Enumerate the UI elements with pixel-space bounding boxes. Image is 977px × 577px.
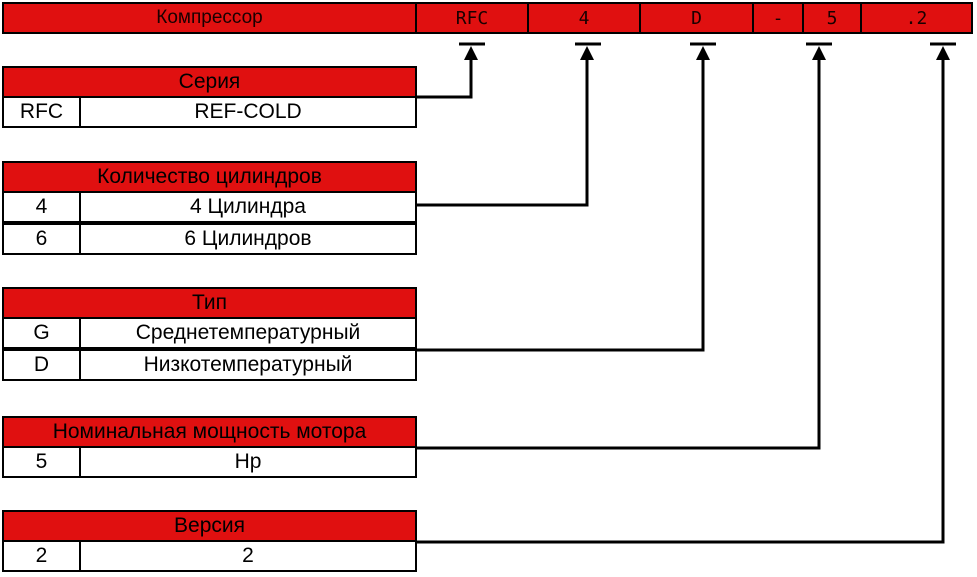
- code-part-version: .2: [860, 2, 973, 34]
- code-part-type: D: [639, 2, 754, 34]
- connector-power: [416, 42, 832, 450]
- cylinders-desc-4: 4 Цилиндра: [79, 191, 417, 223]
- type-desc-d: Низкотемпературный: [79, 349, 417, 381]
- version-code-2: 2: [2, 540, 81, 572]
- power-desc-hp: Hp: [79, 446, 417, 478]
- power-code-5: 5: [2, 446, 81, 478]
- type-desc-g: Среднетемпературный: [79, 317, 417, 349]
- type-code-g: G: [2, 317, 81, 349]
- code-part-series: RFC: [415, 2, 529, 34]
- group-series-header: Серия: [2, 66, 417, 98]
- group-type-header: Тип: [2, 287, 417, 319]
- code-part-power: 5: [802, 2, 862, 34]
- series-code-rfc: RFC: [2, 96, 81, 128]
- code-bar-title: Компрессор: [2, 2, 417, 34]
- cylinders-code-4: 4: [2, 191, 81, 223]
- connector-series: [416, 42, 485, 99]
- group-power-header: Номинальная мощность мотора: [2, 416, 417, 448]
- connector-type: [416, 42, 716, 352]
- type-code-d: D: [2, 349, 81, 381]
- group-version-header: Версия: [2, 510, 417, 542]
- cylinders-code-6: 6: [2, 223, 81, 255]
- series-desc-rfc: REF-COLD: [79, 96, 417, 128]
- connector-version: [416, 42, 956, 544]
- version-desc-2: 2: [79, 540, 417, 572]
- code-part-separator: -: [752, 2, 804, 34]
- group-cylinders-header: Количество цилиндров: [2, 161, 417, 193]
- code-part-cylinders: 4: [527, 2, 641, 34]
- connector-cylinders: [416, 42, 601, 207]
- cylinders-desc-6: 6 Цилиндров: [79, 223, 417, 255]
